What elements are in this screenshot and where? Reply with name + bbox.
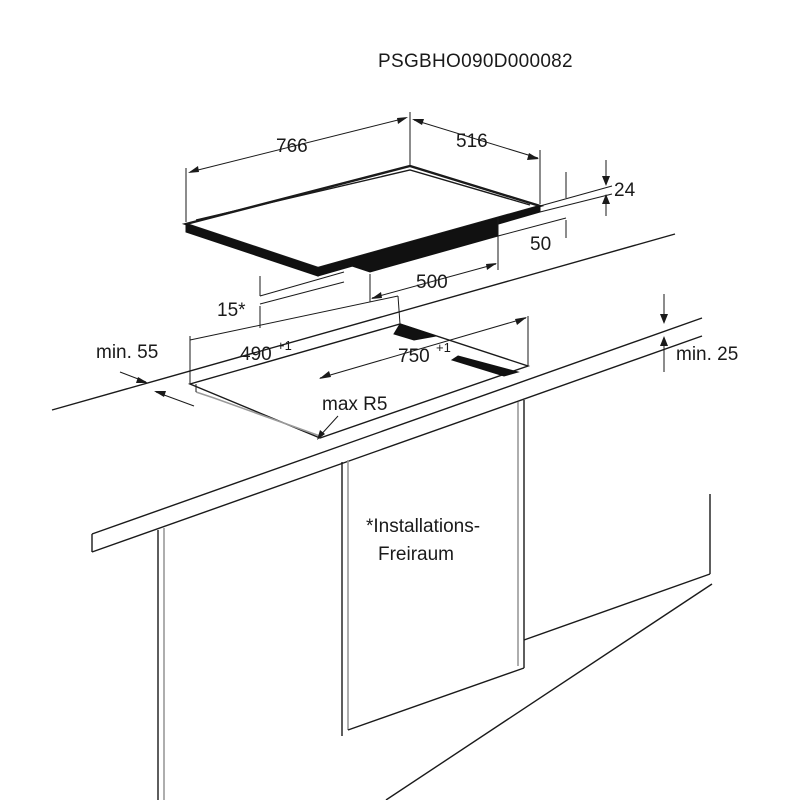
drawing-code: PSGBHO090D000082 [378,51,573,72]
cutout-back-shadow [393,323,437,341]
worktop-cutout [187,323,531,439]
dim-cutout-depth-label: 490 [240,344,272,365]
cutout-right-shadow [450,355,520,377]
dim-under-depth: 50 [497,217,567,255]
dim-cutout-depth-tol: +1 [277,338,292,353]
worktop-front-bottom-edge [91,335,703,553]
dim-min-worktop-label: min. 25 [676,344,738,365]
dim-hob-width: 766 [185,112,411,222]
dim-corner-radius-label: max R5 [322,394,387,415]
dim-hob-width-label: 766 [276,136,308,157]
hob-front-edge [185,223,319,277]
dim-cutout-width: 750 +1 [319,316,529,379]
hob-under-box [338,217,499,273]
dim-min-worktop: min. 25 [660,294,738,372]
hob-glass-inner-edge [195,169,531,221]
dim-min-front: min. 55 [96,342,195,407]
dim-clearance-label: 15* [217,300,246,321]
dim-corner-radius: max R5 [317,394,387,440]
dim-min-front-label: min. 55 [96,342,158,363]
dim-clearance: 15* [217,271,345,328]
dim-cutout-width-label: 750 [398,346,430,367]
cabinets [157,400,713,800]
worktop [51,233,703,553]
dim-under-depth-label: 50 [530,234,551,255]
worktop-back-edge [51,233,676,411]
cutout-inner-wall [195,391,321,437]
dim-hob-height-label: 24 [614,180,636,201]
dim-under-width: 500 [369,263,497,302]
note-line2: Freiraum [378,544,454,565]
dim-hob-height: 24 [539,160,636,216]
hob [181,164,545,277]
dim-under-width-label: 500 [416,272,448,293]
dim-cutout-width-tol: +1 [436,340,451,355]
dim-hob-depth-label: 516 [456,131,488,152]
dim-hob-depth: 516 [412,119,541,204]
note-line1: *Installations- [366,516,480,537]
dim-cutout-depth: 490 +1 [189,295,401,384]
worktop-front-top-edge [91,317,703,535]
